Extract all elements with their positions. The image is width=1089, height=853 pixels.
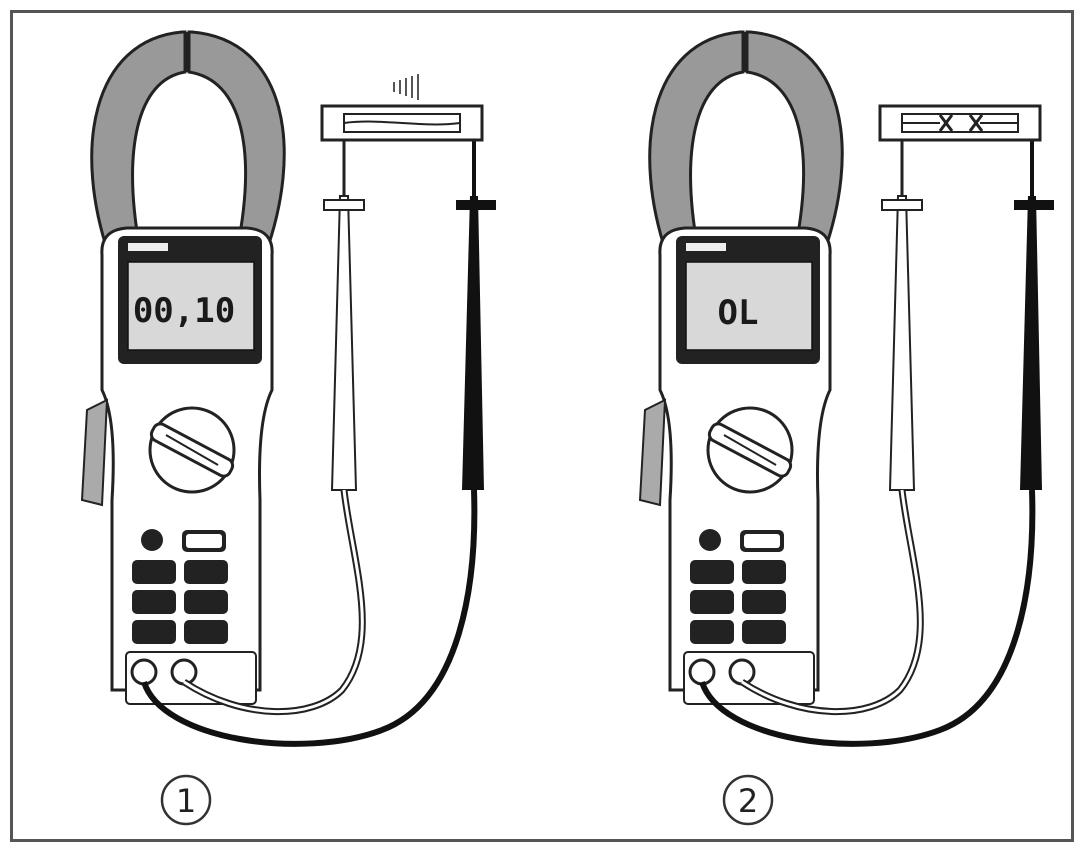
svg-text:1: 1: [176, 782, 196, 820]
panel-label-1: 1: [160, 774, 212, 826]
fuse-wire-intact: [343, 120, 461, 126]
lcd-reading-1: 00,10: [133, 291, 235, 331]
broken-fuse-icon: [902, 114, 1018, 132]
lcd-reading-2: OL: [718, 293, 759, 333]
clamp-meter-1: [82, 32, 496, 744]
clamp-meter-2: [640, 32, 1054, 744]
panel-label-2: 2: [722, 774, 774, 826]
svg-text:2: 2: [738, 782, 758, 820]
panel-1: 00,10: [82, 32, 496, 744]
beep-icon: [393, 74, 419, 100]
panel-2: OL: [640, 32, 1054, 744]
